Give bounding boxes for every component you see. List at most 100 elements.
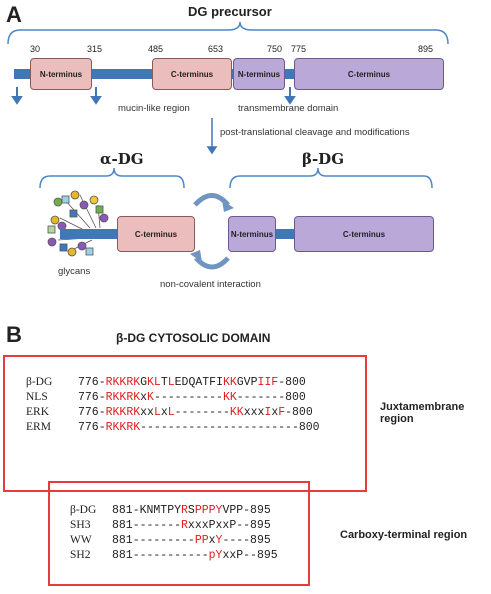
sequence-residue: ----------	[153, 391, 223, 404]
sequence-row: β-DG 881-KNMTPYRSPPPYVPP-895	[70, 503, 278, 518]
sequence-residue-highlight: R	[181, 504, 188, 517]
sequence-residue: x	[208, 534, 216, 547]
sequence-residue: 881---------	[112, 534, 195, 547]
precursor-c-terminus-2: C-terminus	[294, 58, 444, 90]
pos-750: 750	[267, 44, 283, 54]
beta-dg-backbone	[276, 229, 296, 239]
sequence-residue: 881-KNMTPY	[112, 504, 182, 517]
sequence-residue-highlight: RKKRK	[105, 391, 141, 404]
sequence-residue: x	[140, 391, 148, 404]
pos-30: 30	[30, 44, 41, 54]
pos-653: 653	[208, 44, 224, 54]
sequence-residue: 881-------	[112, 519, 182, 532]
interaction-arrowhead-bottom	[190, 250, 202, 262]
cleavage-label: post-translational cleavage and modifica…	[220, 127, 410, 138]
sequence-residue: -800	[278, 391, 306, 404]
sequence-residue: ------	[236, 391, 279, 404]
sequence-residue-highlight: KL	[147, 376, 161, 389]
sequence-residue: --------	[174, 406, 230, 419]
precursor-n-terminus-2: N-terminus	[233, 58, 285, 90]
non-covalent-label: non-covalent interaction	[160, 279, 261, 290]
sequence-residue-highlight: RKKRK	[105, 376, 141, 389]
sequence-residue: GVP	[236, 376, 258, 389]
sequence-residue-highlight: L	[167, 376, 175, 389]
sequence-residue: T	[160, 376, 168, 389]
sequence-residue-highlight: L	[167, 406, 175, 419]
interaction-arrow-bottom	[194, 256, 230, 270]
alpha-dg-label: α-DG	[100, 150, 144, 168]
precursor-c-terminus-1: C-terminus	[152, 58, 232, 90]
sequence-residue-highlight: F	[278, 406, 286, 419]
sequence-residue: VPP-895	[222, 504, 271, 517]
sequence-residue: xxP--895	[222, 549, 278, 562]
sequence-residue: 881-----------	[112, 549, 209, 562]
beta-dg-label: β-DG	[302, 150, 345, 168]
sequence-residue: G	[140, 376, 148, 389]
transmembrane-label: transmembrane domain	[238, 103, 339, 114]
carboxy-region-label: Carboxy-terminal region	[340, 529, 468, 541]
sequence-name: β-DG	[26, 376, 53, 388]
sequence-residue-highlight: PP	[194, 534, 209, 547]
sequence-residue-highlight: PPPY	[194, 504, 223, 517]
sequence-residue-highlight: pY	[208, 549, 223, 562]
sequence-residue-highlight: KK	[222, 391, 237, 404]
cleavage-arrow	[206, 118, 218, 155]
panel-b-letter: B	[6, 322, 22, 347]
juxtamembrane-box	[3, 355, 367, 492]
sequence-residue: -800	[285, 406, 313, 419]
alpha-dg-bracket	[39, 167, 185, 189]
sequence-residue-highlight: K	[147, 391, 154, 404]
sequence-residue-highlight: RKKRK	[105, 421, 141, 434]
sequence-residue-highlight: KK	[222, 376, 237, 389]
beta-dg-n-terminus: N-terminus	[228, 216, 276, 252]
precursor-n-terminus-1: N-terminus	[30, 58, 92, 90]
precursor-bracket	[7, 21, 449, 45]
sequence-residue-highlight: Y	[215, 534, 223, 547]
pos-775: 775	[291, 44, 307, 54]
sequence-residue-highlight: IIF	[257, 376, 279, 389]
sequence-residue-highlight: RKKRK	[105, 406, 141, 419]
dg-precursor-title: DG precursor	[188, 4, 272, 19]
sequence-residue: 776-	[78, 421, 106, 434]
sequence-name: ERK	[26, 406, 49, 418]
sequence-residue: S	[187, 504, 195, 517]
glycans-cluster	[47, 190, 109, 257]
sequence-residue: 776-	[78, 406, 106, 419]
panel-a-letter: A	[6, 2, 22, 27]
mucin-like-label: mucin-like region	[118, 103, 190, 114]
pos-315: 315	[87, 44, 103, 54]
sequence-residue: 776-	[78, 391, 106, 404]
sequence-residue: -800	[278, 376, 306, 389]
site-arrows	[11, 87, 296, 105]
beta-dg-bracket	[229, 167, 433, 189]
sequence-residue: EDQATFI	[174, 376, 223, 389]
sequence-residue: -----------------------	[140, 421, 299, 434]
beta-dg-c-terminus: C-terminus	[294, 216, 434, 252]
cytosolic-title: β-DG CYTOSOLIC DOMAIN	[116, 331, 271, 345]
sequence-residue-highlight: R	[181, 519, 188, 532]
sequence-residue-highlight: KK	[229, 406, 244, 419]
interaction-arrowhead-top	[222, 200, 234, 212]
pos-895: 895	[418, 44, 434, 54]
sequence-residue: 800	[298, 421, 320, 434]
glycans-label: glycans	[58, 266, 91, 277]
sequence-residue-highlight: I	[264, 406, 272, 419]
alpha-dg-backbone	[60, 229, 118, 239]
juxtamembrane-region-label: Juxtamembrane region	[380, 401, 465, 425]
panel-a-graphics	[7, 21, 449, 270]
sequence-name: WW	[70, 534, 92, 546]
pos-485: 485	[148, 44, 164, 54]
sequence-residue: xx	[140, 406, 154, 419]
sequence-name: SH3	[70, 519, 91, 531]
sequence-residue: x	[160, 406, 168, 419]
sequence-residue: xxx	[243, 406, 265, 419]
carboxy-box	[48, 481, 310, 586]
sequence-name: β-DG	[70, 504, 97, 516]
